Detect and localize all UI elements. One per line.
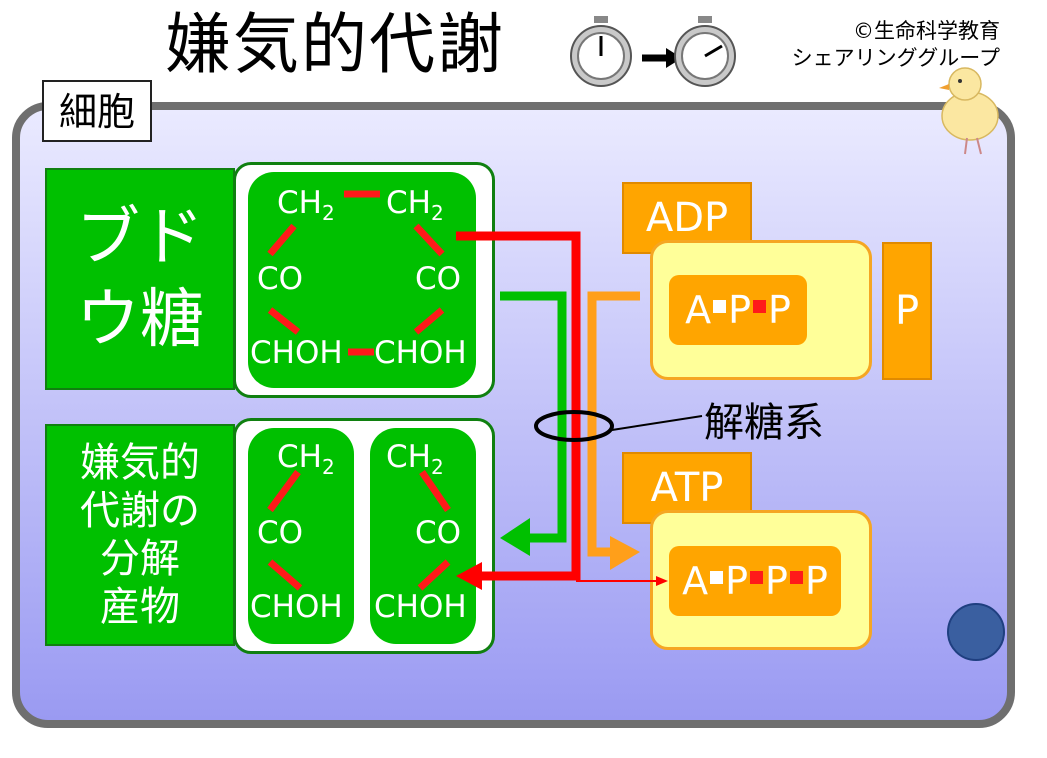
adp-chain-a: A	[685, 288, 712, 332]
product-bonds	[267, 469, 451, 591]
cell-label: 細胞	[42, 80, 152, 142]
product-a-co: CO	[257, 515, 304, 551]
glucose-choh-right: CHOH	[374, 335, 467, 371]
glucose-label: ブドウ糖	[45, 168, 235, 390]
blue-dot-icon	[947, 603, 1005, 661]
atp-chain-p1: P	[725, 559, 749, 603]
red-thin-arrow	[576, 576, 668, 586]
orange-arrow	[587, 291, 640, 557]
product-label-line1: 嫌気的	[80, 440, 200, 486]
product-label-line4: 産物	[100, 584, 180, 630]
product-a-ch2: CH2	[277, 439, 335, 480]
product-label-line2: 代謝の	[80, 488, 200, 534]
stopwatch-transition	[570, 16, 736, 87]
glucose-co-left: CO	[257, 261, 304, 297]
adp-bond-2	[753, 299, 766, 313]
product-b-ch2: CH2	[386, 439, 444, 480]
atp-bond-2	[750, 570, 764, 584]
credit: ©生命科学教育 シェアリンググループ	[780, 18, 1000, 72]
product-molecule-a	[248, 428, 354, 644]
product-label-line3: 分解	[100, 536, 180, 582]
adp-chain-p2: P	[768, 288, 791, 332]
red-arrow-head	[456, 562, 482, 590]
glucose-ch2-left: CH2	[277, 185, 335, 226]
atp-chain-a: A	[682, 559, 709, 603]
adp-chain-p1: P	[728, 288, 751, 332]
credit-line1: ©生命科学教育	[853, 19, 1000, 43]
glucose-choh-left: CHOH	[250, 335, 343, 371]
atp-bond-1	[710, 570, 724, 584]
arrow-right-icon	[642, 48, 682, 68]
green-arrow	[500, 291, 567, 543]
product-a-choh: CHOH	[250, 589, 343, 625]
glucose-ch2-right: CH2	[386, 185, 444, 226]
glucose-label-text: ブドウ糖	[76, 201, 204, 357]
chick-mascot-icon	[939, 67, 999, 155]
atp-chain-p2: P	[765, 559, 788, 603]
green-arrow-head	[500, 518, 530, 556]
adp-bond-1	[713, 299, 727, 313]
glycolysis-marker	[534, 410, 703, 442]
product-label: 嫌気的 代謝の 分解 産物	[45, 424, 235, 646]
glucose-bonds	[267, 190, 445, 356]
orange-arrow-head	[610, 536, 640, 570]
glycolysis-label: 解糖系	[704, 400, 824, 446]
product-molecule-b	[370, 428, 476, 644]
red-arrow	[456, 231, 581, 581]
product-b-choh: CHOH	[374, 589, 467, 625]
product-b-co: CO	[415, 515, 462, 551]
credit-line2: シェアリンググループ	[791, 46, 1000, 70]
stopwatch-start-icon	[570, 16, 632, 87]
page-title: 嫌気的代謝	[165, 6, 505, 83]
glucose-co-right: CO	[415, 261, 462, 297]
phosphate-label: P	[882, 242, 932, 380]
stopwatch-end-icon	[674, 16, 736, 87]
atp-chain-p3: P	[804, 559, 828, 603]
atp-bond-3	[789, 570, 803, 584]
